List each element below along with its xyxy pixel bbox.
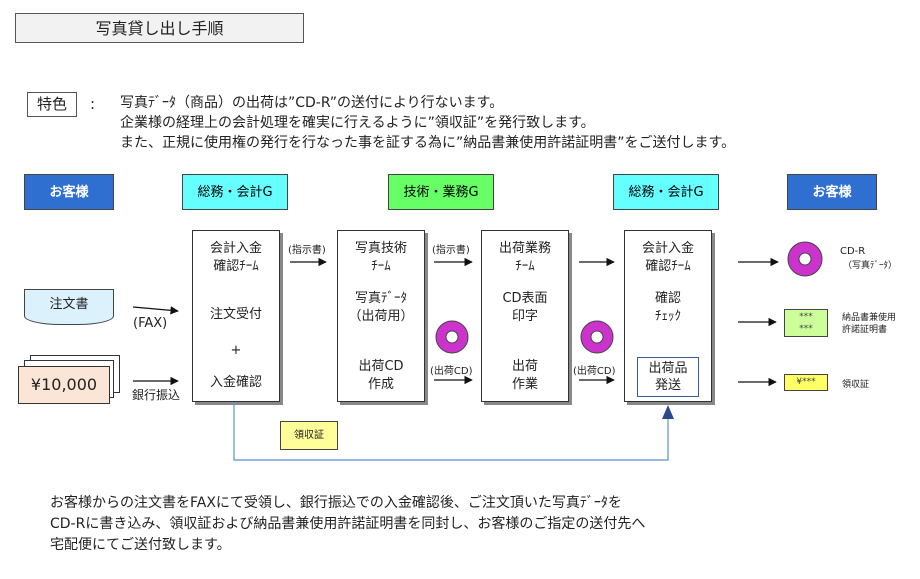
cd-icon-2	[580, 320, 614, 354]
receipt-flow-arrowhead	[662, 405, 674, 419]
footer-description: お客様からの注文書をFAXにて受領し、銀行振込での入金確認後、ご注文頂いた写真ﾃ…	[50, 493, 645, 556]
receipt-output-label: 領収証	[842, 380, 870, 390]
footer-line-1: お客様からの注文書をFAXにて受領し、銀行振込での入金確認後、ご注文頂いた写真ﾃ…	[50, 495, 622, 511]
box2-line3: 写真ﾃﾞｰﾀ	[354, 291, 407, 306]
box4-line1: 会計入金	[641, 241, 694, 256]
green-line-1: ***	[799, 312, 813, 322]
feature-line-3: また、正規に使用権の発行を行なった事を証する為に”納品書兼使用許諾証明書”をご送…	[120, 135, 736, 151]
green-line-2: ***	[799, 324, 813, 334]
delivery-label-1: 納品書兼使用	[842, 313, 897, 323]
money-amount: ¥10,000	[18, 366, 110, 404]
box2-line1: 写真技術	[354, 241, 407, 256]
header-general-left: 総務・会計G	[182, 174, 288, 210]
box4-line6: 発送	[654, 378, 681, 393]
box2-line5: 出荷CD	[358, 359, 404, 374]
order-document: 注文書	[24, 289, 114, 325]
box1-line3: 注文受付	[209, 307, 262, 322]
instruction-label-2: (指示書)	[432, 245, 470, 256]
feature-label: 特色	[27, 92, 77, 117]
fax-label: (FAX)	[133, 316, 168, 331]
header-customer-left: お客様	[24, 174, 114, 210]
bank-transfer-label: 銀行振込	[132, 388, 181, 402]
box2-line2: ﾁｰﾑ	[371, 259, 391, 274]
footer-line-3: 宅配便にてご送付致します。	[50, 537, 231, 553]
box3-line2: ﾁｰﾑ	[515, 259, 535, 274]
feature-line-2: 企業様の経理上の会計処理を確実に行えるように”領収証”を発行致します。	[120, 115, 595, 131]
box4-line3: 確認	[654, 291, 681, 306]
feature-line-1: 写真ﾃﾞｰﾀ（商品）の出荷は”CD-R”の送付により行ないます。	[120, 95, 504, 111]
receipt-output-icon: ¥***	[784, 374, 828, 391]
box1-plus: +	[230, 343, 242, 358]
receipt-document: 領収証	[280, 421, 338, 450]
feature-description: 写真ﾃﾞｰﾀ（商品）の出荷は”CD-R”の送付により行ないます。 企業様の経理上…	[120, 93, 735, 153]
box1-line4: 入金確認	[209, 375, 262, 390]
box1-line1: 会計入金	[209, 241, 262, 256]
feature-colon: :	[90, 95, 96, 113]
fax-arrow	[132, 306, 179, 315]
process-order-payment: 会計入金 確認ﾁｰﾑ 注文受付 + 入金確認	[192, 230, 280, 402]
box3-line3: CD表面	[502, 291, 548, 306]
box3-line1: 出荷業務	[498, 241, 551, 256]
delivery-label-2: 許諾証明書	[842, 325, 888, 335]
process-photo-tech: 写真技術 ﾁｰﾑ 写真ﾃﾞｰﾀ （出荷用） 出荷CD 作成	[337, 230, 425, 402]
box2-line6: 作成	[367, 377, 394, 392]
process-shipping: 出荷業務 ﾁｰﾑ CD表面 印字 出荷 作業	[481, 230, 569, 402]
cd-icon-output	[787, 241, 823, 277]
box1-line2: 確認ﾁｰﾑ	[213, 259, 259, 274]
instruction-label-1: (指示書)	[288, 245, 326, 256]
ship-cd-label-1: (出荷CD)	[430, 366, 473, 377]
dispatch-box: 出荷品 発送	[637, 357, 699, 397]
box4-line4: ﾁｪｯｸ	[655, 309, 681, 324]
box3-line6: 作業	[511, 377, 538, 392]
box2-line4: （出荷用）	[348, 309, 414, 324]
footer-line-2: CD-Rに書き込み、領収証および納品書兼使用許諾証明書を同封し、お客様のご指定の…	[50, 516, 646, 532]
box3-line5: 出荷	[511, 359, 538, 374]
delivery-note-icon: *** ***	[784, 309, 828, 337]
page-title: 写真貸し出し手順	[15, 13, 304, 43]
box4-line5: 出荷品	[648, 361, 688, 376]
ship-cd-label-2: (出荷CD)	[573, 366, 616, 377]
header-customer-right: お客様	[787, 174, 877, 210]
receipt-flow-line	[233, 402, 669, 461]
cd-icon-1	[435, 320, 469, 354]
cdr-label: CD-R	[840, 246, 866, 257]
header-tech: 技術・業務G	[388, 174, 494, 210]
box3-line4: 印字	[511, 309, 538, 324]
header-general-right: 総務・会計G	[613, 174, 719, 210]
cdr-sub-label: （写真ﾃﾞｰﾀ）	[843, 261, 898, 271]
box4-line2: 確認ﾁｰﾑ	[645, 259, 691, 274]
